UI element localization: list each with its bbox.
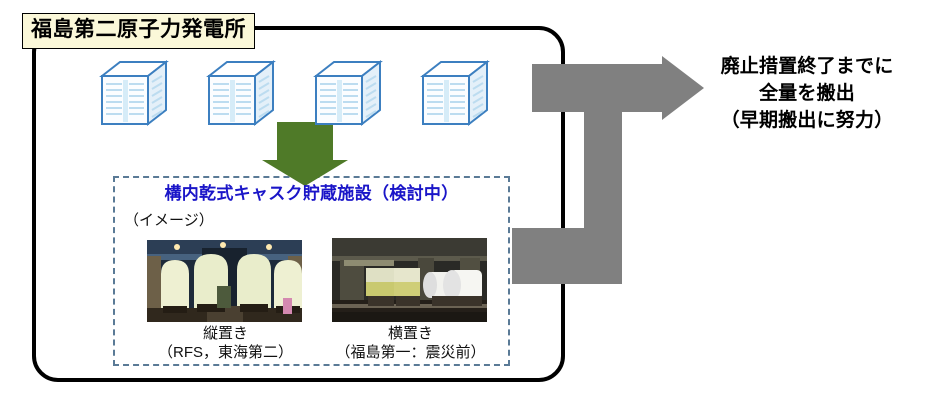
reactor-building-icon-3 (312, 58, 384, 128)
horizontal-cask-photo (332, 238, 487, 322)
transfer-out-gray-arrow-icon (512, 56, 704, 284)
vertical-cask-photo (147, 240, 302, 322)
plant-boundary-box (32, 26, 565, 382)
removal-goal-line1: 廃止措置終了までに (720, 56, 894, 77)
image-note-label: （イメージ） (124, 212, 214, 229)
dry-cask-facility-heading: 構内乾式キャスク貯蔵施設（検討中） (164, 184, 459, 203)
site-title-label: 福島第二原子力発電所 (22, 13, 255, 50)
horizontal-cask-caption-line1: 横置き (387, 325, 433, 342)
reactor-building-icon-1 (98, 58, 170, 128)
removal-goal-line2: 全量を搬出 (758, 82, 855, 104)
removal-goal-line3: （早期搬出に努力） (720, 109, 894, 131)
transfer-in-green-down-arrow-icon (262, 122, 348, 186)
horizontal-cask-caption: 横置き （福島第一：震災前） (313, 324, 508, 362)
removal-goal-text: 廃止措置終了までに 全量を搬出 （早期搬出に努力） (692, 54, 922, 135)
reactor-building-icon-2 (205, 58, 277, 128)
horizontal-cask-caption-line2: （福島第一：震災前） (335, 344, 486, 362)
vertical-cask-caption-line1: 縦置き (202, 325, 248, 342)
reactor-building-icon-4 (419, 58, 491, 128)
vertical-cask-caption-line2: （RFS，東海第二） (157, 344, 293, 362)
vertical-cask-caption: 縦置き （RFS，東海第二） (128, 324, 323, 362)
